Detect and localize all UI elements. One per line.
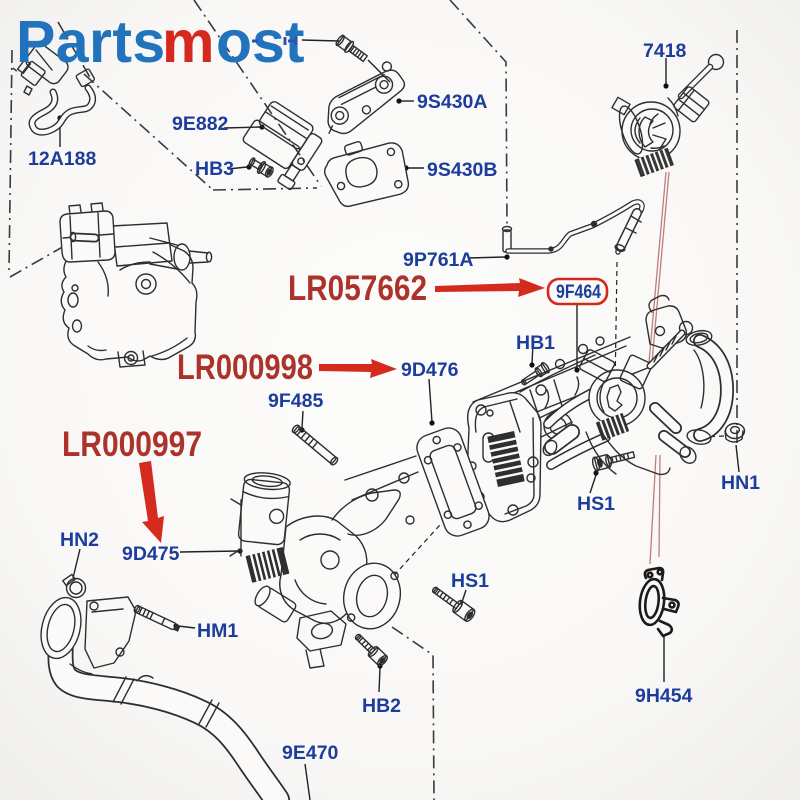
- svg-text:HS1: HS1: [577, 493, 615, 515]
- svg-text:HB3: HB3: [195, 158, 234, 180]
- svg-text:9D475: 9D475: [122, 543, 180, 565]
- svg-text:9H454: 9H454: [635, 685, 693, 707]
- svg-text:9S430A: 9S430A: [417, 91, 487, 113]
- svg-text:9S430B: 9S430B: [427, 159, 497, 181]
- svg-text:HN2: HN2: [60, 529, 99, 551]
- svg-text:LR000997: LR000997: [62, 425, 202, 464]
- svg-text:7418: 7418: [643, 40, 687, 62]
- svg-text:HB2: HB2: [362, 695, 401, 717]
- svg-text:LR057662: LR057662: [288, 269, 427, 308]
- svg-text:9F464: 9F464: [556, 281, 601, 303]
- svg-text:9D476: 9D476: [401, 359, 459, 381]
- svg-text:LR000998: LR000998: [177, 348, 313, 387]
- svg-text:HB1: HB1: [516, 332, 555, 354]
- svg-text:9F485: 9F485: [268, 390, 323, 412]
- svg-text:HN1: HN1: [721, 472, 760, 494]
- svg-text:Parts: Parts: [16, 9, 166, 75]
- svg-text:12A188: 12A188: [28, 148, 96, 170]
- svg-text:m: m: [162, 9, 214, 75]
- svg-text:HM1: HM1: [197, 620, 238, 642]
- svg-text:9P761A: 9P761A: [403, 249, 473, 271]
- svg-text:HS1: HS1: [451, 570, 489, 592]
- svg-text:9E470: 9E470: [282, 742, 339, 764]
- svg-text:9E882: 9E882: [172, 113, 229, 135]
